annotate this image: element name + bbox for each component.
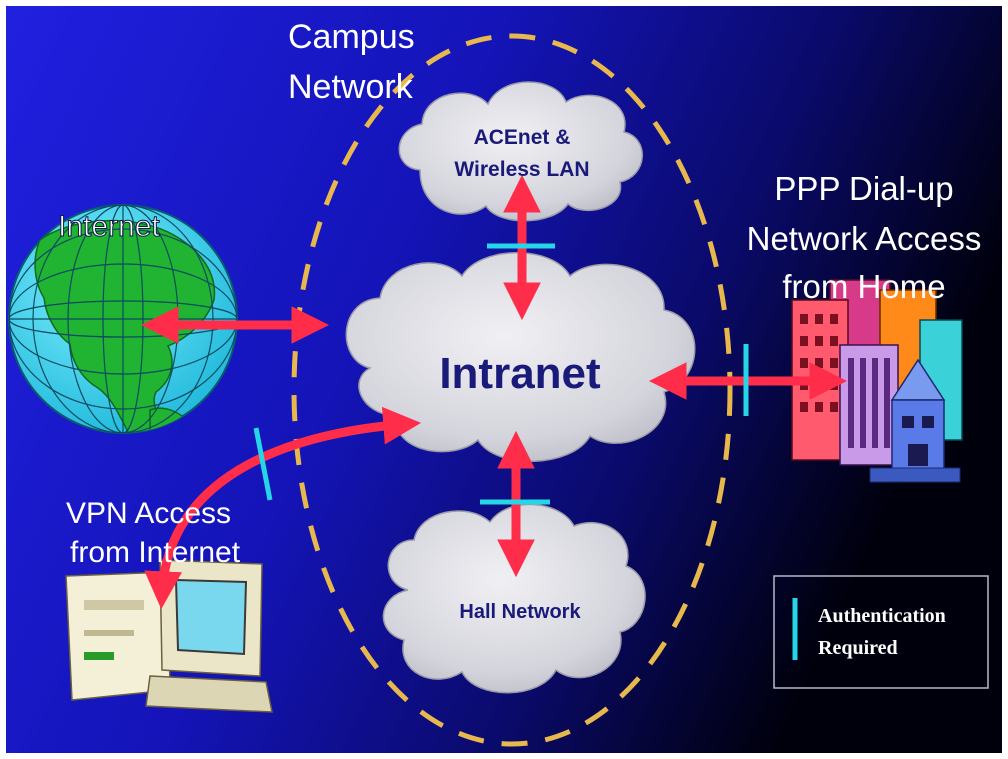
legend-text-line2: Required	[818, 637, 898, 659]
acenet-label-line1: ACEnet &	[474, 126, 571, 149]
campus-label-line1: Campus	[288, 18, 415, 56]
auth-markers	[253, 243, 749, 505]
hall-cloud	[382, 503, 646, 694]
hall-label: Hall Network	[459, 601, 581, 623]
ppp-label-line3: from Home	[782, 268, 945, 305]
acenet-label-line2: Wireless LAN	[454, 158, 589, 181]
legend: Authentication Required	[773, 575, 989, 689]
legend-text-line1: Authentication	[818, 605, 946, 627]
campus-label-line2: Network	[288, 68, 414, 106]
internet-label: Internet	[58, 210, 160, 243]
auth-marker-vpn	[253, 427, 273, 501]
ppp-label-line1: PPP Dial-up	[774, 170, 953, 207]
vpn-label-line2: from Internet	[70, 536, 241, 569]
arrow-vpn-intranet	[144, 406, 422, 610]
computer-icon	[65, 559, 273, 713]
intranet-cloud	[345, 252, 696, 463]
vpn-label-line1: VPN Access	[66, 497, 231, 530]
ppp-label-line2: Network Access	[747, 220, 982, 257]
acenet-cloud	[398, 81, 643, 222]
intranet-label: Intranet	[439, 349, 601, 398]
legend-box	[773, 575, 989, 689]
